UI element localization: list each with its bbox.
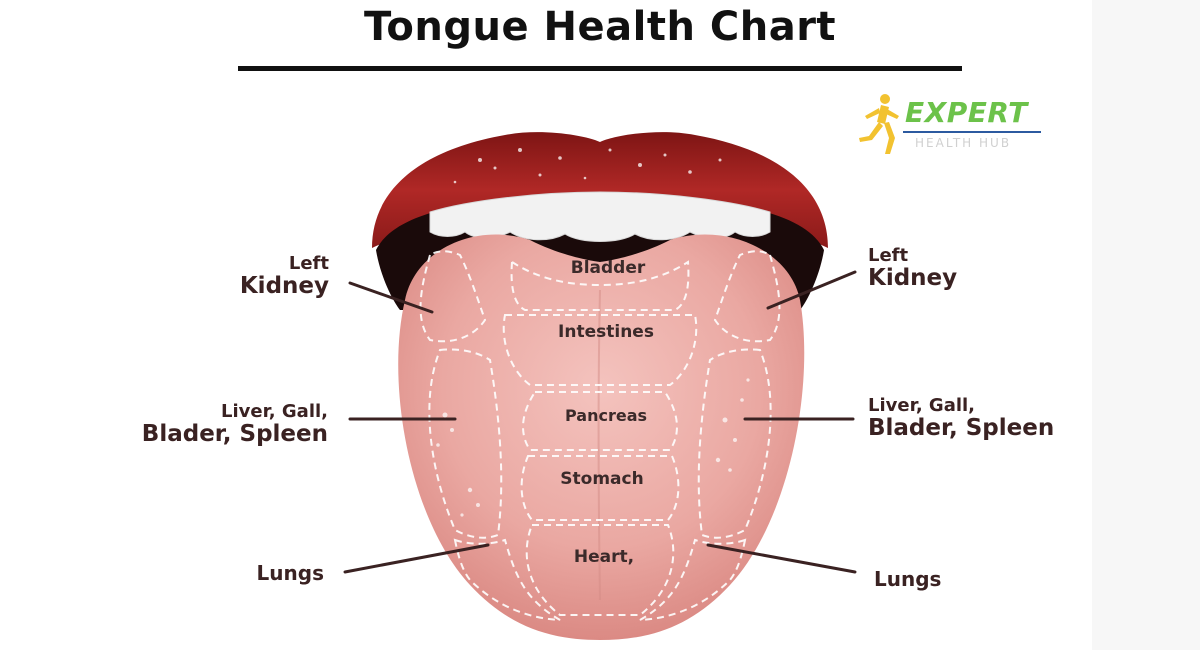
page-title: Tongue Health Chart [363, 4, 837, 50]
lip-highlights [453, 148, 722, 184]
label-left-liver: Liver, Gall, Blader, Spleen [141, 401, 328, 448]
logo-underline [903, 131, 1041, 133]
tongue-spots [436, 378, 750, 517]
label-right-kidney-line1: Left [868, 245, 909, 266]
leader-line-right-lungs [706, 543, 857, 574]
expert-health-hub-logo: EXPERT HEALTH HUB [855, 92, 1045, 158]
label-right-liver-line2: Blader, Spleen [868, 415, 1055, 442]
runner-icon [859, 94, 899, 154]
label-left-kidney-line1: Left [288, 253, 329, 274]
label-left-lungs: Lungs [256, 561, 324, 585]
label-left-lungs-text: Lungs [256, 561, 324, 585]
leader-lines [343, 270, 857, 574]
zone-outlines [419, 250, 781, 621]
label-right-lungs-text: Lungs [874, 567, 942, 591]
title-underline [238, 66, 962, 71]
zone-label-bladder: Bladder [570, 258, 646, 278]
label-right-liver: Liver, Gall, Blader, Spleen [868, 395, 1055, 442]
leader-line-left-kidney [348, 281, 434, 314]
label-left-kidney: Left Kidney [239, 253, 329, 300]
upper-lip [372, 132, 828, 248]
zone-label-pancreas: Pancreas [564, 406, 648, 425]
logo-brand-text: EXPERT [905, 96, 1028, 129]
leader-line-right-kidney [766, 270, 857, 310]
tongue-body [398, 234, 805, 640]
background-strip [1092, 0, 1200, 650]
logo-subtitle: HEALTH HUB [915, 136, 1012, 150]
label-right-lungs: Lungs [874, 567, 942, 591]
zone-label-heart: Heart, [573, 547, 635, 567]
label-left-liver-line1: Liver, Gall, [220, 401, 328, 422]
label-left-kidney-line2: Kidney [239, 273, 329, 300]
tongue-center-groove [597, 289, 601, 601]
label-left-liver-line2: Blader, Spleen [141, 421, 328, 448]
label-right-kidney-line2: Kidney [868, 265, 958, 292]
label-right-liver-line1: Liver, Gall, [868, 395, 976, 416]
zone-label-intestines: Intestines [558, 322, 654, 342]
leader-line-left-lungs [343, 543, 490, 574]
label-right-kidney: Left Kidney [868, 245, 958, 292]
zone-label-stomach: Stomach [560, 469, 644, 489]
